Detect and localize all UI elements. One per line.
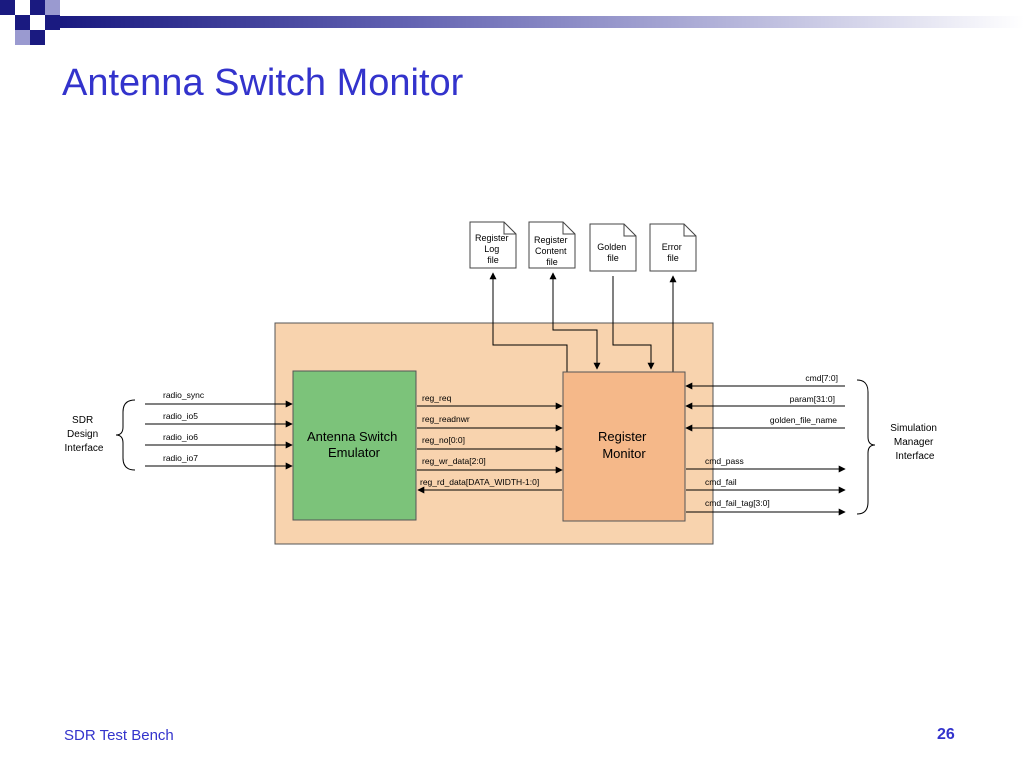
footer-text: SDR Test Bench — [64, 727, 174, 744]
file-golden: Golden file — [589, 223, 637, 272]
signal-label-reg-wr-data: reg_wr_data[2:0] — [422, 456, 486, 466]
file-label: Register Content file — [534, 235, 570, 267]
signal-label-reg-no: reg_no[0:0] — [422, 435, 465, 445]
signal-label-cmd-fail-tag: cmd_fail_tag[3:0] — [705, 498, 770, 508]
sim-interface-brace — [856, 379, 876, 515]
file-connectors — [489, 272, 677, 372]
sim-input-signals — [685, 382, 845, 432]
signal-label-cmd: cmd[7:0] — [805, 373, 838, 383]
decorative-header-bar — [0, 0, 1024, 45]
emulator-block — [292, 370, 417, 521]
file-label: Register Log file — [475, 233, 511, 265]
radio-input-signals — [145, 400, 293, 470]
signal-label-radio-sync: radio_sync — [163, 390, 205, 400]
sim-output-signals — [686, 465, 846, 516]
file-register-content: Register Content file — [528, 221, 576, 269]
file-register-log: Register Log file — [469, 221, 517, 269]
signal-label-reg-req: reg_req — [422, 393, 452, 403]
file-label: Error file — [662, 242, 685, 263]
signal-label-reg-readnwr: reg_readnwr — [422, 414, 470, 424]
signal-label-param: param[31:0] — [790, 394, 835, 404]
emulator-label: Antenna Switch Emulator — [307, 429, 401, 460]
signal-label-reg-rd-data: reg_rd_data[DATA_WIDTH-1:0] — [420, 477, 539, 487]
sim-interface-label: Simulation Manager Interface — [890, 423, 939, 462]
monitor-block — [562, 371, 686, 522]
signal-label-golden-file-name: golden_file_name — [770, 415, 837, 425]
sdr-interface-label: SDR Design Interface — [65, 415, 104, 454]
signal-label-radio-io7: radio_io7 — [163, 453, 198, 463]
emulator-monitor-signals — [417, 402, 563, 494]
page-number: 26 — [937, 726, 955, 743]
signal-label-cmd-fail: cmd_fail — [705, 477, 737, 487]
checker-logo — [0, 0, 60, 45]
signal-label-cmd-pass: cmd_pass — [705, 456, 744, 466]
signal-label-radio-io5: radio_io5 — [163, 411, 198, 421]
monitor-label: Register Monitor — [598, 429, 650, 461]
file-label: Golden file — [597, 242, 629, 263]
signal-label-radio-io6: radio_io6 — [163, 432, 198, 442]
file-error: Error file — [649, 223, 697, 272]
slide-title: Antenna Switch Monitor — [62, 62, 464, 104]
sdr-interface-brace — [115, 399, 136, 471]
